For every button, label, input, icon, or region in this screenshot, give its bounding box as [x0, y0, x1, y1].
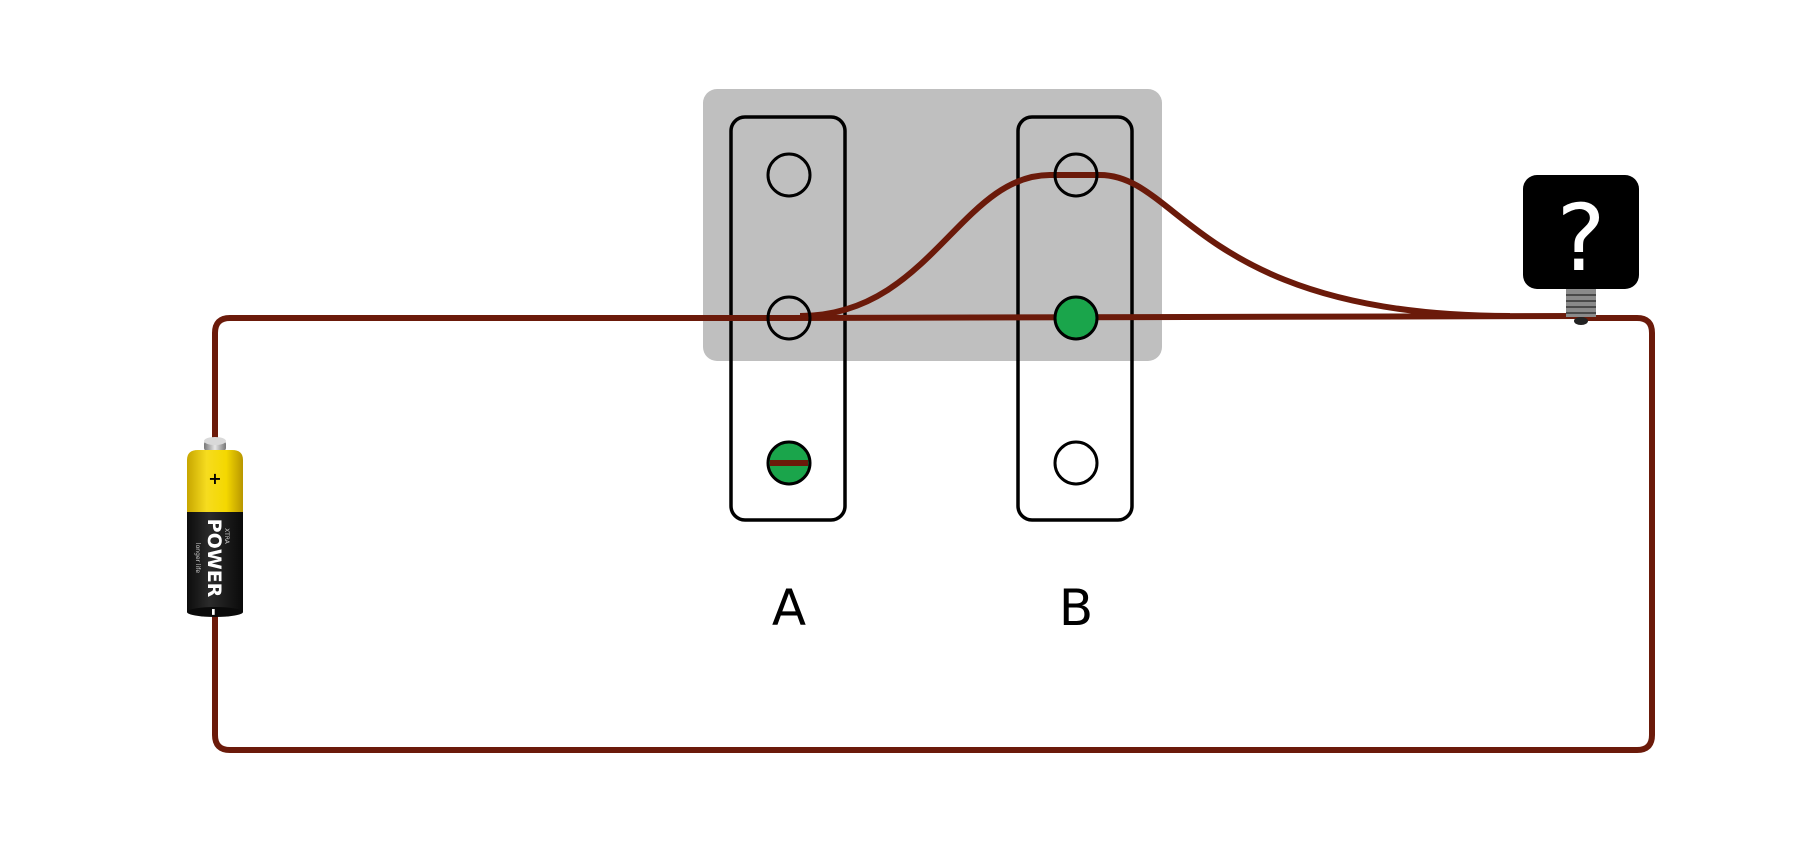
strip-b-hole-1[interactable]	[1053, 152, 1099, 198]
battery[interactable]: + POWER - XTRA longer life	[187, 437, 243, 617]
strip-a-hole-2[interactable]	[766, 295, 812, 341]
battery-small-bottom-label: longer life	[194, 543, 201, 573]
strip-b-hole-3[interactable]	[1053, 440, 1099, 486]
battery-plus-label: +	[208, 469, 221, 488]
battery-body	[187, 512, 243, 612]
battery-small-top-label: XTRA	[223, 528, 230, 545]
bulb-question-box	[1523, 175, 1639, 289]
strip-a-label: A	[772, 579, 806, 637]
wire-curve-a-to-b-to-bulb	[799, 172, 1511, 319]
circuit-loop-wire	[212, 315, 1655, 753]
terminal-board	[703, 89, 1162, 361]
battery-top	[187, 450, 243, 512]
battery-minus-label: -	[203, 608, 225, 616]
strip-a-screw[interactable]	[766, 440, 812, 486]
bulb-question-mark: ?	[1557, 185, 1606, 292]
battery-brand-label: POWER	[203, 519, 225, 598]
strip-b-screw[interactable]	[1053, 295, 1099, 341]
strip-b-label: B	[1059, 579, 1093, 637]
mystery-bulb[interactable]: ?	[1523, 175, 1639, 325]
strip-a-hole-1[interactable]	[766, 152, 812, 198]
bulb-socket-icon	[1566, 289, 1596, 325]
